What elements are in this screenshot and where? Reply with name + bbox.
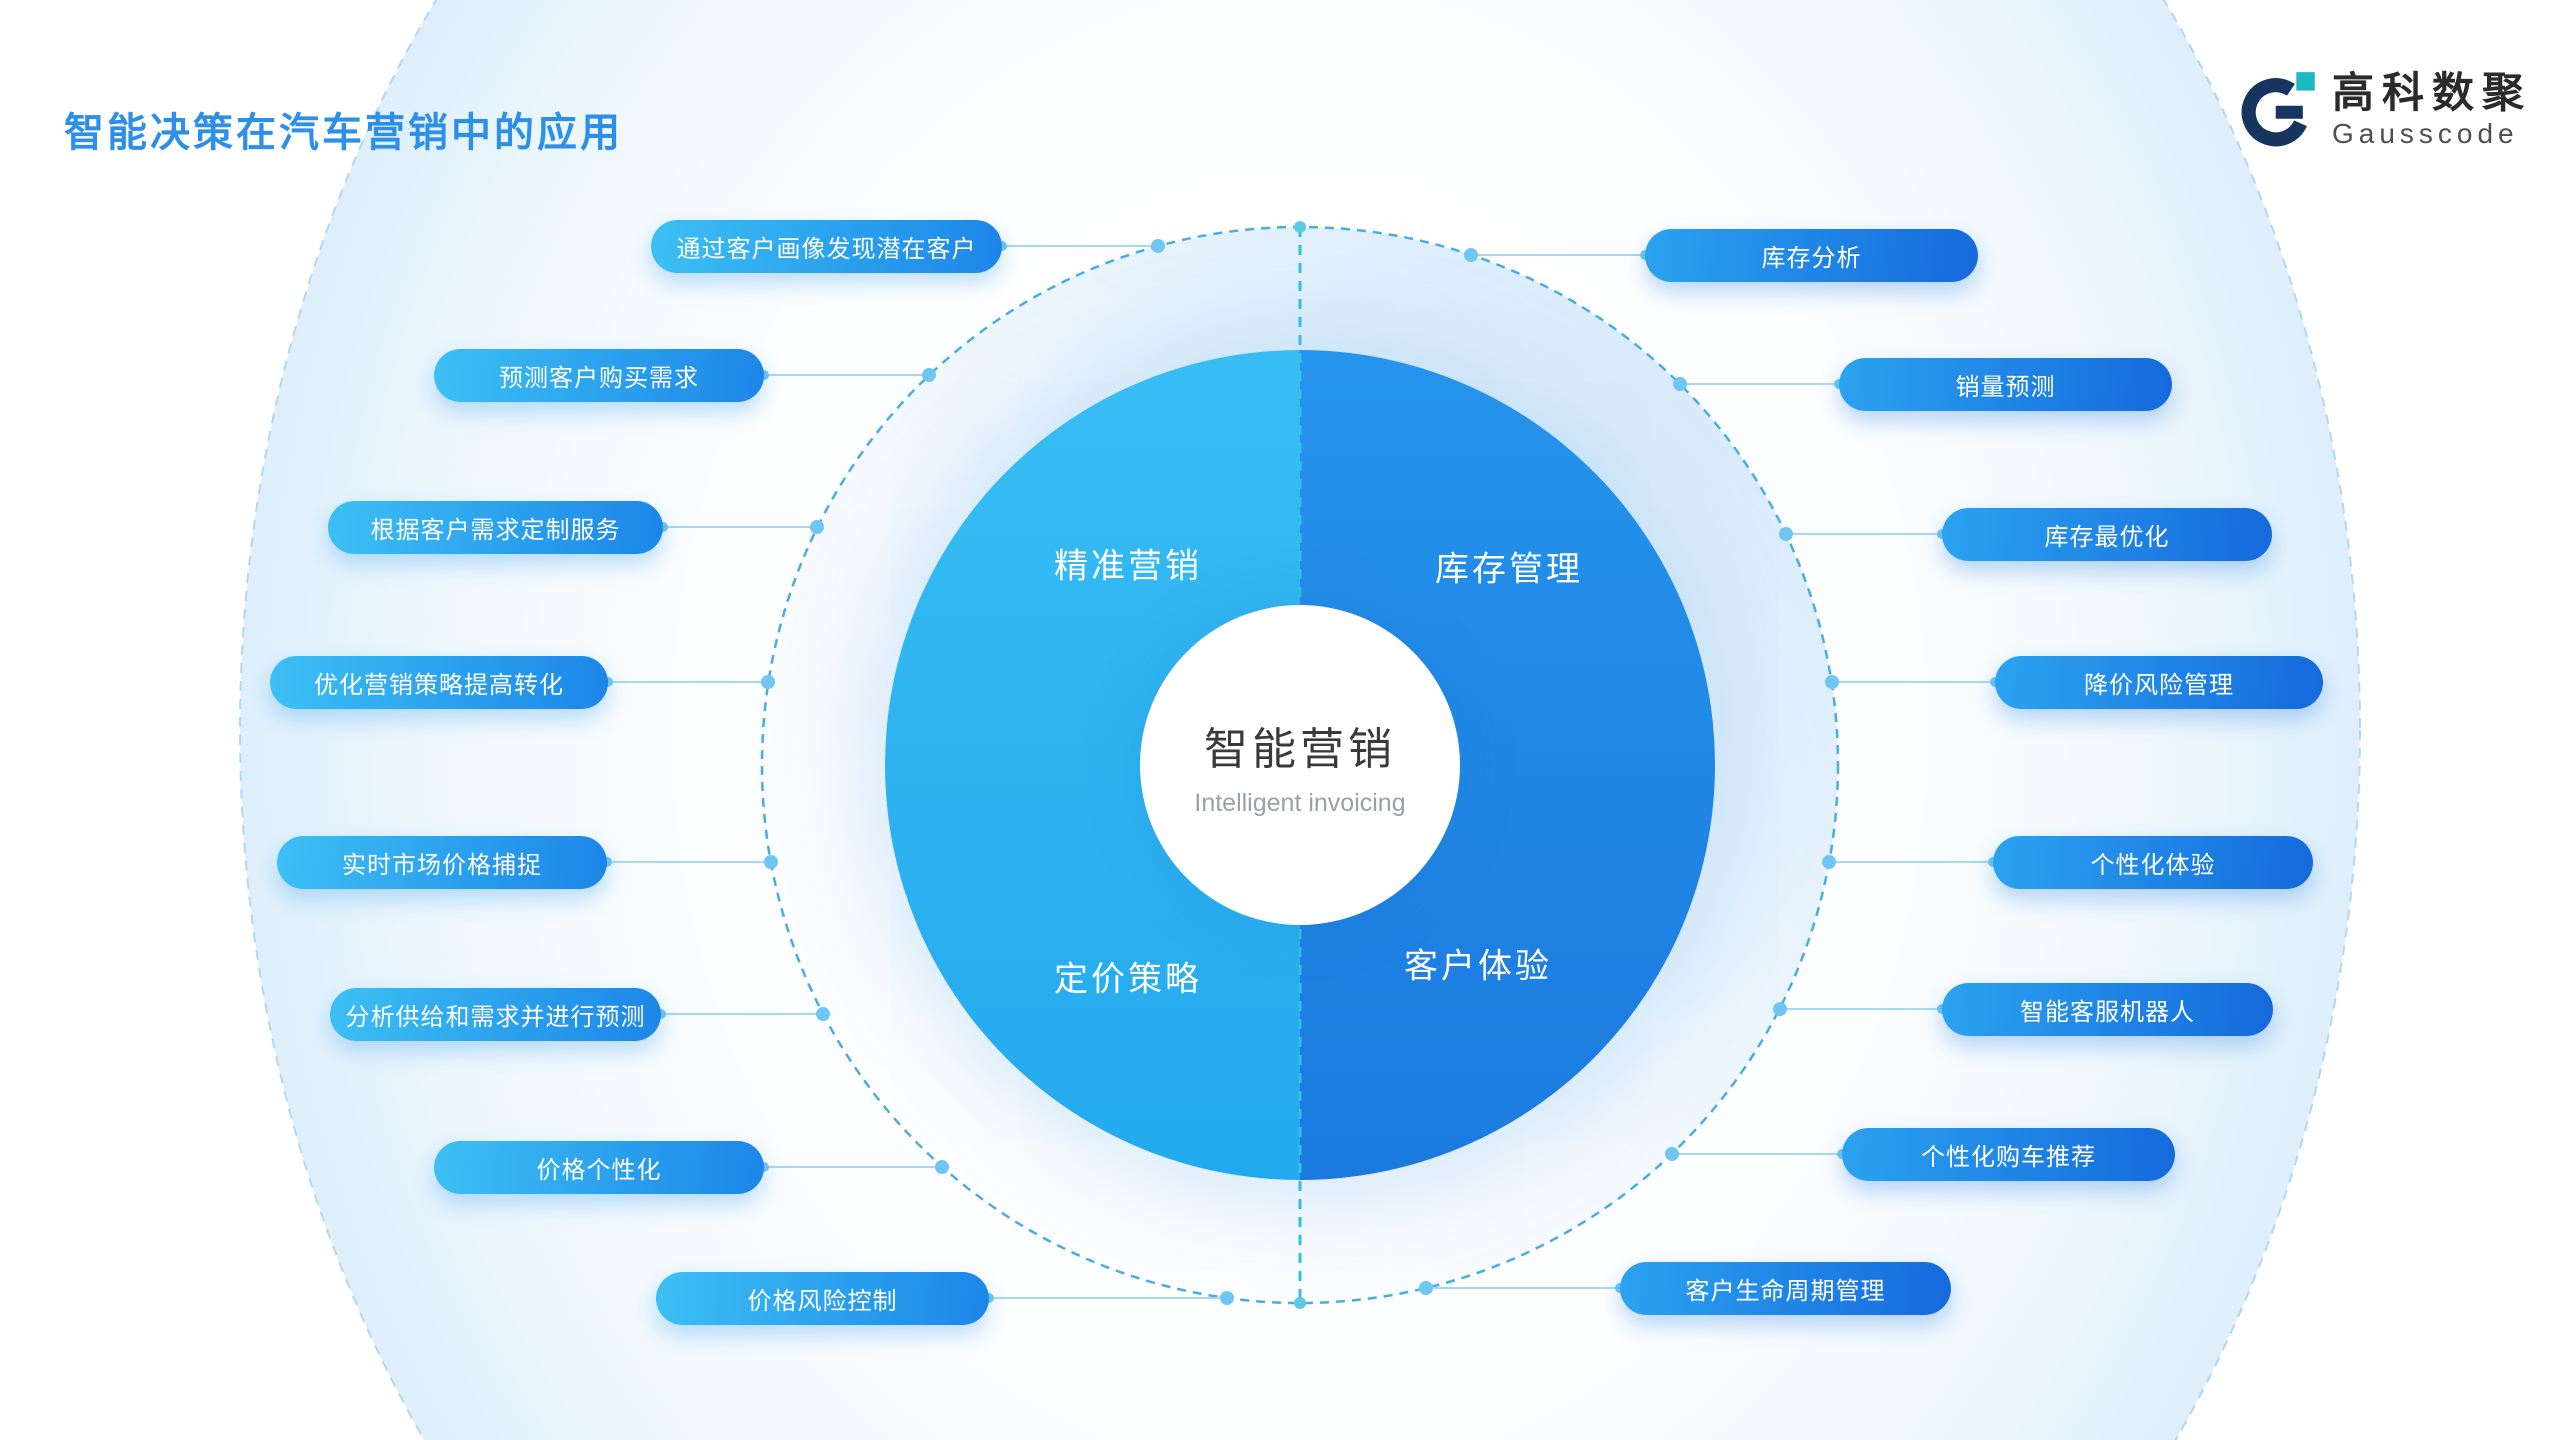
center-title: 智能营销 bbox=[1204, 724, 1396, 774]
feature-pill-right-5: 个性化体验 bbox=[1993, 836, 2313, 889]
brand-logo: 高科数聚 Gausscode bbox=[2240, 69, 2532, 150]
feature-pill-right-8: 客户生命周期管理 bbox=[1620, 1262, 1951, 1315]
quadrant-label-inventory-management: 库存管理 bbox=[1435, 550, 1583, 589]
feature-pill-right-1: 库存分析 bbox=[1645, 229, 1978, 282]
feature-pill-left-4: 优化营销策略提高转化 bbox=[270, 656, 608, 709]
center-subtitle: Intelligent invoicing bbox=[1194, 788, 1406, 817]
quadrant-label-pricing-strategy: 定价策略 bbox=[1054, 960, 1202, 999]
feature-pill-left-8: 价格风险控制 bbox=[656, 1272, 989, 1325]
logo-name: 高科数聚 bbox=[2331, 69, 2532, 116]
gausscode-logo-icon bbox=[2241, 72, 2315, 147]
feature-pill-right-3: 库存最优化 bbox=[1942, 508, 2272, 561]
logo-text: 高科数聚 Gausscode bbox=[2331, 69, 2532, 150]
center-circle: 智能营销 Intelligent invoicing bbox=[1140, 605, 1460, 925]
feature-pill-left-1: 通过客户画像发现潜在客户 bbox=[651, 220, 1002, 273]
quadrant-label-precision-marketing: 精准营销 bbox=[1054, 547, 1202, 586]
feature-pill-left-5: 实时市场价格捕捉 bbox=[277, 836, 607, 889]
feature-pill-left-6: 分析供给和需求并进行预测 bbox=[330, 988, 661, 1041]
feature-pill-left-2: 预测客户购买需求 bbox=[434, 349, 764, 402]
feature-pill-right-7: 个性化购车推荐 bbox=[1842, 1128, 2175, 1181]
page-title: 智能决策在汽车营销中的应用 bbox=[64, 111, 623, 155]
feature-pill-right-2: 销量预测 bbox=[1839, 358, 2172, 411]
feature-pill-left-3: 根据客户需求定制服务 bbox=[328, 501, 663, 554]
quadrant-label-customer-experience: 客户体验 bbox=[1404, 947, 1552, 986]
feature-pill-right-4: 降价风险管理 bbox=[1995, 656, 2323, 709]
logo-subtitle: Gausscode bbox=[2331, 118, 2519, 150]
feature-pill-left-7: 价格个性化 bbox=[434, 1141, 764, 1194]
feature-pill-right-6: 智能客服机器人 bbox=[1942, 983, 2273, 1036]
